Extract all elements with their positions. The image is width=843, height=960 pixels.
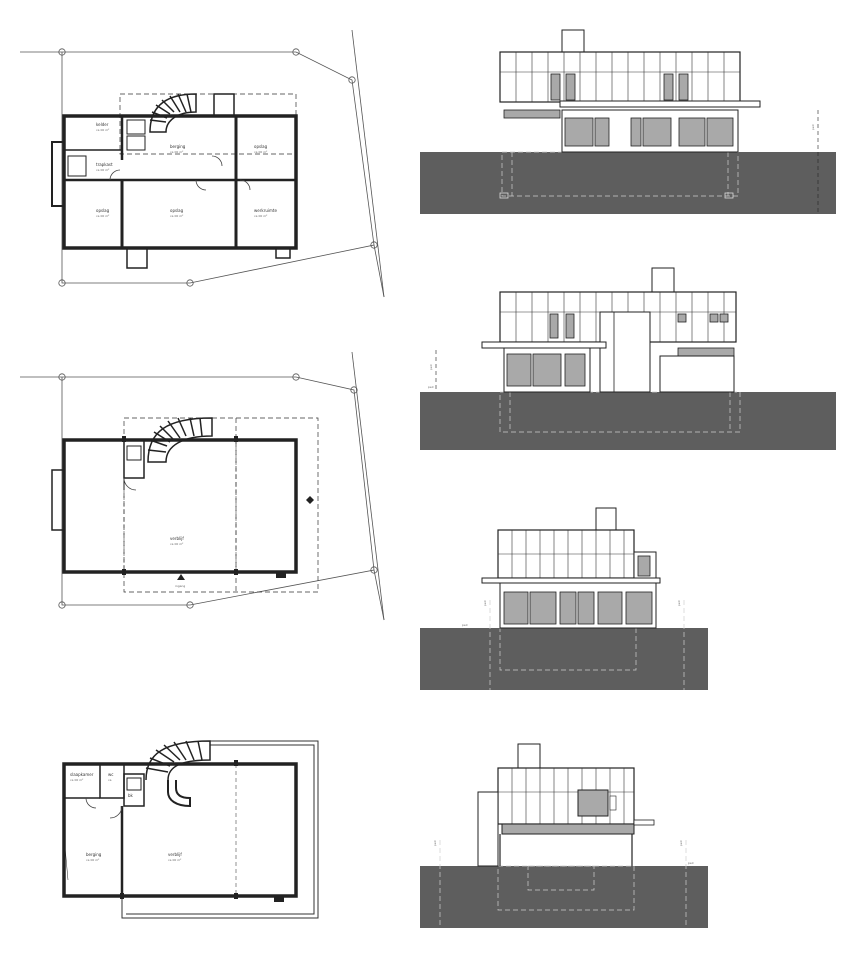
room-area-wc: ca (108, 778, 112, 782)
room-label-slaapkamer: slaapkamer (70, 772, 94, 777)
level-marker-2b: peil (428, 385, 434, 389)
ground-section (420, 628, 708, 690)
site-boundary (20, 351, 385, 621)
level-marker-3b: peil (677, 600, 681, 606)
room-label-berging: berging (170, 144, 186, 149)
north-marker (306, 496, 314, 504)
ground-section (420, 866, 708, 928)
level-marker-3: peil (483, 600, 487, 606)
entrance-marker: ingang (175, 574, 185, 588)
spiral-stair-basement (149, 93, 197, 133)
room-area-kelder: ca 00 m² (96, 128, 110, 132)
spiral-stair-ground (147, 417, 213, 463)
room-label-opslag-mid: opslag (170, 208, 184, 213)
room-label-werkruimte: werkruimte (254, 208, 277, 213)
level-marker-4c: peil (688, 861, 694, 865)
ground-section (420, 392, 836, 450)
elevation-side-left: peil peil peil (420, 507, 708, 690)
ground-walls (51, 438, 298, 574)
elevation-side-right: peil peil peil (420, 743, 708, 928)
room-area-opslag-left: ca 00 m² (96, 214, 110, 218)
room-area-verblijf: ca 00 m² (170, 542, 184, 546)
room-label-berging-upper: berging (86, 852, 102, 857)
level-marker-4: peil (433, 840, 437, 846)
spiral-stair-upper (145, 740, 211, 808)
room-area-slaapkamer: ca 00 m² (70, 778, 84, 782)
room-label-opslag-left: opslag (96, 208, 110, 213)
room-area-berging-upper: ca 00 m² (86, 858, 100, 862)
room-area-opslag-mid: ca 00 m² (170, 214, 184, 218)
upper-floor-plan: slaapkamer ca 00 m² wc ca bk berging ca … (62, 740, 319, 919)
room-label-kelder: kelder (96, 122, 109, 127)
ground-section (420, 152, 836, 214)
ground-floor-plan: ingang verblijf ca 00 m² (20, 351, 385, 621)
entrance-label: ingang (175, 584, 185, 588)
basement-floor-plan: kelder ca 00 m² trapkast ca 00 m² bergin… (20, 29, 385, 298)
level-marker-2: peil (429, 364, 433, 370)
site-boundary (20, 29, 385, 298)
level-marker-3c: peil (462, 623, 468, 627)
room-label-wc: wc (108, 772, 113, 777)
room-label-opslag-right: opslag (254, 144, 268, 149)
room-label-bk: bk (128, 793, 134, 798)
level-marker-4b: peil (679, 840, 683, 846)
room-label-verblijf-upper: verblijf (168, 852, 182, 857)
room-area-werkruimte: ca 00 m² (254, 214, 268, 218)
room-area-opslag-right: ca 00 m² (254, 150, 268, 154)
room-label-verblijf: verblijf (170, 536, 184, 541)
level-marker-1: peil (811, 124, 815, 130)
room-area-berging: ca 00 m² (170, 150, 184, 154)
upper-walls (62, 762, 298, 898)
room-area-verblijf-upper: ca 00 m² (168, 858, 182, 862)
basement-walls (51, 93, 298, 269)
room-area-trapkast: ca 00 m² (96, 168, 110, 172)
elevation-rear: peil peil (420, 267, 836, 450)
room-label-trapkast: trapkast (96, 162, 113, 167)
elevation-front: peil (420, 29, 836, 214)
